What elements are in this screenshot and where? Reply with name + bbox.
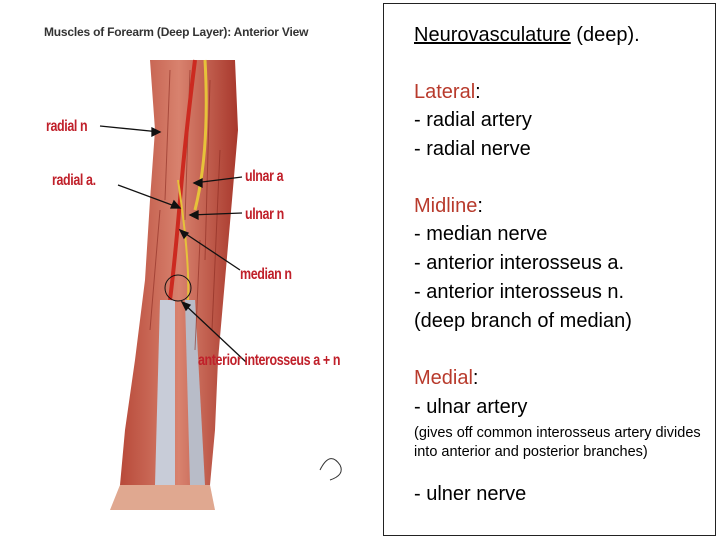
midline-item: - anterior interosseus n.	[414, 281, 625, 303]
midline-item: - median nerve	[414, 223, 548, 245]
label-median-nerve: median n	[240, 266, 292, 283]
label-anterior-interosseus: anterior interosseus a + n	[198, 352, 341, 369]
medial-detail: (gives off common interosseus artery div…	[414, 425, 701, 460]
label-radial-artery: radial a.	[52, 172, 96, 189]
medial-title: Medial:	[414, 367, 479, 389]
label-radial-nerve: radial n	[46, 118, 88, 135]
lateral-item: - radial artery	[414, 109, 532, 131]
midline-item: (deep branch of median)	[414, 310, 632, 332]
lateral-title: Lateral:	[414, 81, 481, 103]
notes-panel	[383, 3, 716, 536]
medial-item: - ulner nerve	[414, 483, 527, 505]
midline-title: Midline:	[414, 195, 483, 217]
forearm-illustration	[99, 59, 342, 510]
label-ulnar-nerve: ulnar n	[245, 206, 284, 223]
midline-item: - anterior interosseus a.	[414, 252, 625, 274]
notes-heading: Neurovasculature (deep).	[414, 24, 640, 46]
label-ulnar-artery: ulnar a	[245, 168, 284, 185]
medial-item: - ulnar artery	[414, 396, 528, 418]
lateral-item: - radial nerve	[414, 138, 531, 160]
figure-title: Muscles of Forearm (Deep Layer): Anterio…	[44, 25, 309, 39]
